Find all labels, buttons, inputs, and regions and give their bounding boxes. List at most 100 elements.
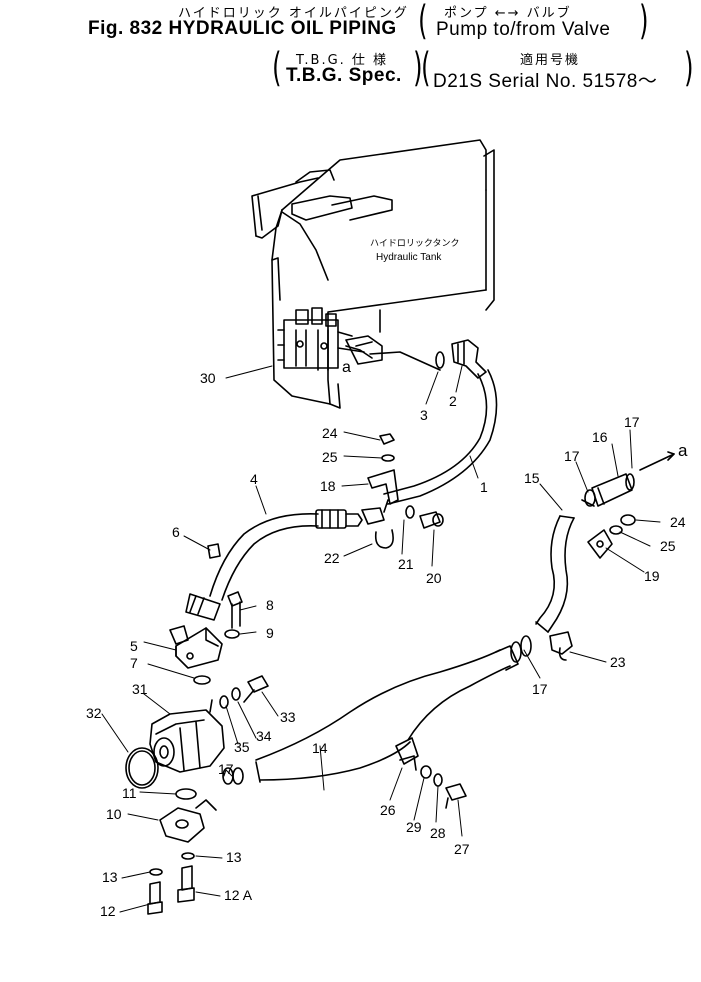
callout-22: 22 [324,550,340,566]
bolt-12 [147,881,163,915]
callout-17a: 17 [218,761,234,777]
clamp-17b [584,489,596,507]
elbow-23 [549,631,573,661]
washer-9 [224,629,240,639]
callout-28: 28 [430,825,446,841]
callout-a-tank: a [342,359,351,376]
o-ring-32 [125,747,159,789]
clamp-17d [510,641,522,663]
callout-24: 24 [322,425,338,441]
callout-2: 2 [449,393,457,409]
hose-16 [591,473,635,507]
control-valve [277,307,373,371]
bracket-19 [587,529,613,559]
pipe-15 [535,499,595,633]
clamp-26 [399,755,417,771]
pump-31 [149,699,225,773]
washer-13a [149,868,163,876]
callout-32: 32 [86,705,102,721]
bolt-8 [227,591,243,629]
paren-right-1: ) [639,0,649,44]
washer-25b [609,525,623,535]
subtitle1-en: Pump to/from Valve [436,19,611,40]
callout-8: 8 [266,597,274,613]
washer-35 [219,695,229,709]
callout-15: 15 [524,470,540,486]
spec-en: T.B.G. Spec. [286,65,402,86]
callout-11: 11 [122,785,137,801]
tank-label-jp: ハイドロリックタンク [370,238,459,248]
bracket-18 [367,469,399,513]
paren-left-1: ( [418,0,428,44]
callout-24b: 24 [670,514,686,530]
callout-20: 20 [426,570,442,586]
pipe-1 [383,369,498,505]
callout-14: 14 [312,740,328,756]
arrow-a [639,453,675,471]
o-ring-7 [193,675,211,685]
spec-jp: T.B.G. 仕 様 [296,53,389,68]
clamp-22 [361,507,394,549]
callout-25: 25 [322,449,338,465]
serial-jp: 適用号機 [520,53,581,68]
paren-right-3: ) [684,45,694,91]
callout-33: 33 [280,709,296,725]
callout-35: 35 [234,739,250,755]
callout-6: 6 [172,524,180,540]
bolt-27 [445,783,467,809]
callout-10: 10 [106,806,122,822]
flange-5 [169,625,223,669]
callout-27: 27 [454,841,470,857]
callout-31: 31 [132,681,148,697]
flange-10 [159,799,217,843]
serial-en: D21S Serial No. 51578～ [433,71,658,92]
bolt-12a [177,865,195,903]
callout-3: 3 [420,407,428,423]
washer-13b [181,852,195,860]
callout-13b: 13 [102,869,118,885]
paren-left-2: ( [272,45,282,91]
callout-23: 23 [610,654,626,670]
subtitle1-jp: ポンプ ←→ バルブ [444,6,572,21]
washer-34 [231,687,241,701]
callout-12: 12 [100,903,116,919]
title-jp: ハイドロリック オイルパイピング [178,6,409,21]
bolt-20 [419,511,444,529]
washer-25 [381,454,395,462]
o-ring-3 [435,351,445,369]
washer-28 [433,773,443,787]
figure-title: Fig. 832 HYDRAULIC OIL PIPING [88,18,397,39]
callout-9: 9 [266,625,274,641]
callout-29: 29 [406,819,422,835]
callout-13a: 13 [226,849,242,865]
callout-a-arrow: a [678,441,688,460]
hose-4 [185,509,363,621]
hydraulic-tank [251,139,495,409]
callout-26: 26 [380,802,396,818]
washer-21 [405,505,415,519]
callout-34: 34 [256,728,272,744]
callout-19: 19 [644,568,660,584]
bolt-33 [243,675,269,703]
callout-7: 7 [130,655,138,671]
callout-17c: 17 [624,414,640,430]
hose-14 [255,645,519,783]
paren-left-3: ( [421,45,431,91]
elbow-2 [451,339,487,379]
callout-4: 4 [250,471,258,487]
paren-right-2: ) [413,45,423,91]
callout-16: 16 [592,429,608,445]
callout-12a: 12 A [224,887,253,903]
callout-21: 21 [398,556,414,572]
nut-6 [207,543,221,559]
callout-5: 5 [130,638,138,654]
callout-1: 1 [480,479,488,495]
o-ring-11 [175,788,197,800]
washer-29 [420,765,432,779]
callout-18: 18 [320,478,336,494]
callout-25b: 25 [660,538,676,554]
callout-30: 30 [200,370,216,386]
tank-label-en: Hydraulic Tank [376,252,442,263]
callout-17d: 17 [532,681,548,697]
